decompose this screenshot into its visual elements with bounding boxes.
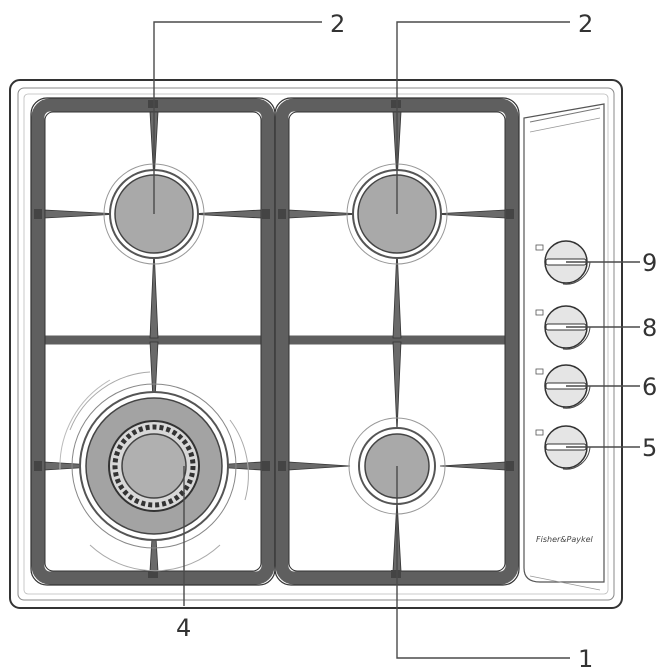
callout-label: 4 [176, 614, 191, 642]
leader-lines [153, 21, 640, 659]
grate-spokes [44, 111, 506, 572]
callout-label: 1 [578, 645, 593, 670]
callout-label: 5 [642, 434, 657, 462]
burner-wok [59, 371, 249, 572]
callout-label: 8 [642, 314, 657, 342]
callout-label: 6 [642, 373, 657, 401]
callout-label: 9 [642, 249, 657, 277]
callout-label: 2 [578, 10, 593, 38]
grate-feet [34, 100, 514, 578]
callout-label: 2 [330, 10, 345, 38]
brand-logo: Fisher&Paykel [536, 535, 594, 544]
